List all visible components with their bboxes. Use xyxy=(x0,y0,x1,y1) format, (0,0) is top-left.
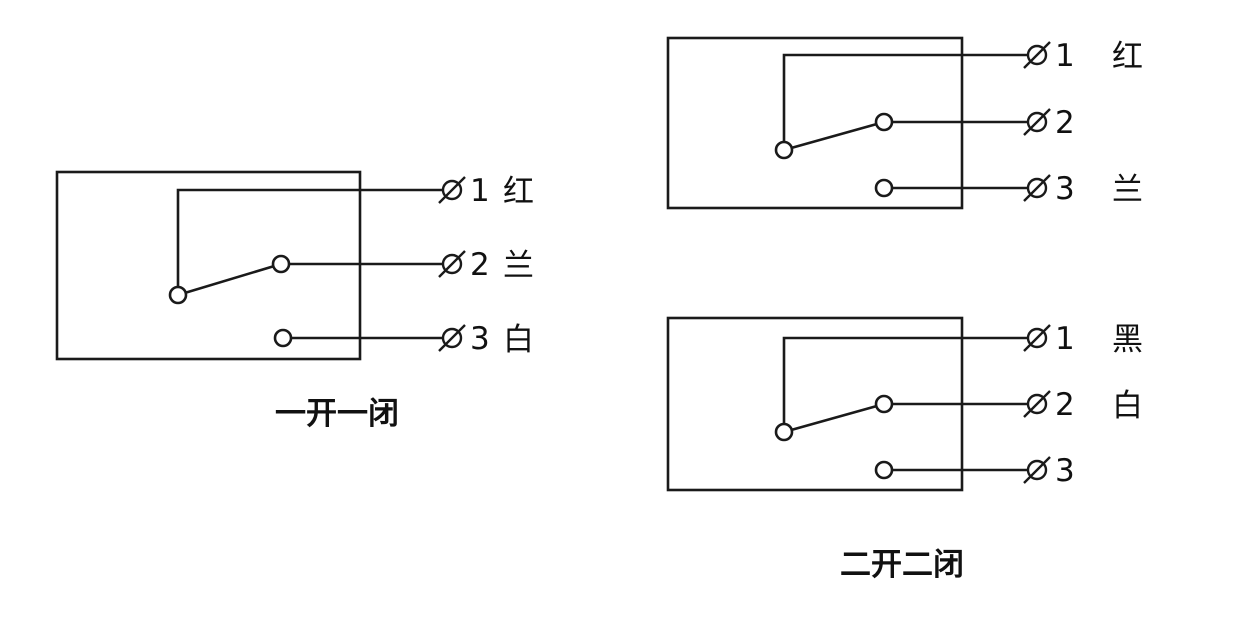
open-contact xyxy=(874,460,894,480)
wire-color-label: 白 xyxy=(1112,388,1143,424)
terminal-slash-icon xyxy=(1023,108,1051,136)
terminal-2: 2 兰 xyxy=(438,247,534,284)
terminal-3: 3 兰 xyxy=(1023,171,1143,208)
switch-diagram-bottom-right: 1 黑 2 白 3 二开二闭 xyxy=(666,316,1143,583)
terminal-3: 3 xyxy=(1023,453,1075,489)
switch-diagram-top-right: 1 红 2 3 兰 xyxy=(666,36,1143,210)
switch-lever xyxy=(783,120,885,152)
terminal-number: 1 xyxy=(1055,38,1075,74)
terminal1-lead-wire xyxy=(176,188,443,295)
pivot-contact xyxy=(774,140,794,160)
switch-lever xyxy=(177,262,282,297)
terminal-number: 1 xyxy=(1055,321,1075,357)
terminal-slash-icon xyxy=(438,324,466,352)
switch-diagram-left: 1 红 2 兰 3 白 一开一闭 xyxy=(55,170,534,432)
terminal-number: 2 xyxy=(1055,105,1075,141)
switch-body xyxy=(55,170,362,361)
closed-contact xyxy=(874,394,894,414)
closed-contact xyxy=(874,112,894,132)
diagram-caption: 二开二闭 xyxy=(840,547,964,583)
wire-color-label: 兰 xyxy=(503,248,534,284)
terminal-1: 1 红 xyxy=(1023,38,1143,75)
wire-color-label: 红 xyxy=(1112,39,1143,75)
wire-color-label: 红 xyxy=(503,174,534,210)
terminal1-lead-wire xyxy=(782,53,1028,150)
terminal-number: 3 xyxy=(470,321,490,357)
terminal-number: 3 xyxy=(1055,453,1075,489)
terminal-number: 3 xyxy=(1055,171,1075,207)
terminal-slash-icon xyxy=(1023,174,1051,202)
terminal-slash-icon xyxy=(438,250,466,278)
terminal-number: 2 xyxy=(1055,387,1075,423)
terminal1-lead-wire xyxy=(782,336,1028,432)
wire-color-label: 黑 xyxy=(1112,322,1143,358)
terminal-slash-icon xyxy=(1023,456,1051,484)
terminal-1: 1 红 xyxy=(438,173,534,210)
terminal-slash-icon xyxy=(1023,324,1051,352)
pivot-contact xyxy=(168,285,188,305)
open-contact xyxy=(874,178,894,198)
terminal-2: 2 xyxy=(1023,105,1075,141)
terminal-slash-icon xyxy=(1023,41,1051,69)
closed-contact xyxy=(271,254,291,274)
diagram-caption: 一开一闭 xyxy=(275,396,399,432)
terminal-3: 3 白 xyxy=(438,321,534,358)
wire-color-label: 白 xyxy=(503,322,534,358)
open-contact xyxy=(273,328,293,348)
terminal-number: 2 xyxy=(470,247,490,283)
switch-lever xyxy=(783,402,885,434)
terminal-slash-icon xyxy=(438,176,466,204)
terminal-1: 1 黑 xyxy=(1023,321,1143,358)
terminal-2: 2 白 xyxy=(1023,387,1143,424)
terminal-number: 1 xyxy=(470,173,490,209)
pivot-contact xyxy=(774,422,794,442)
wire-color-label: 兰 xyxy=(1112,172,1143,208)
terminal-slash-icon xyxy=(1023,390,1051,418)
